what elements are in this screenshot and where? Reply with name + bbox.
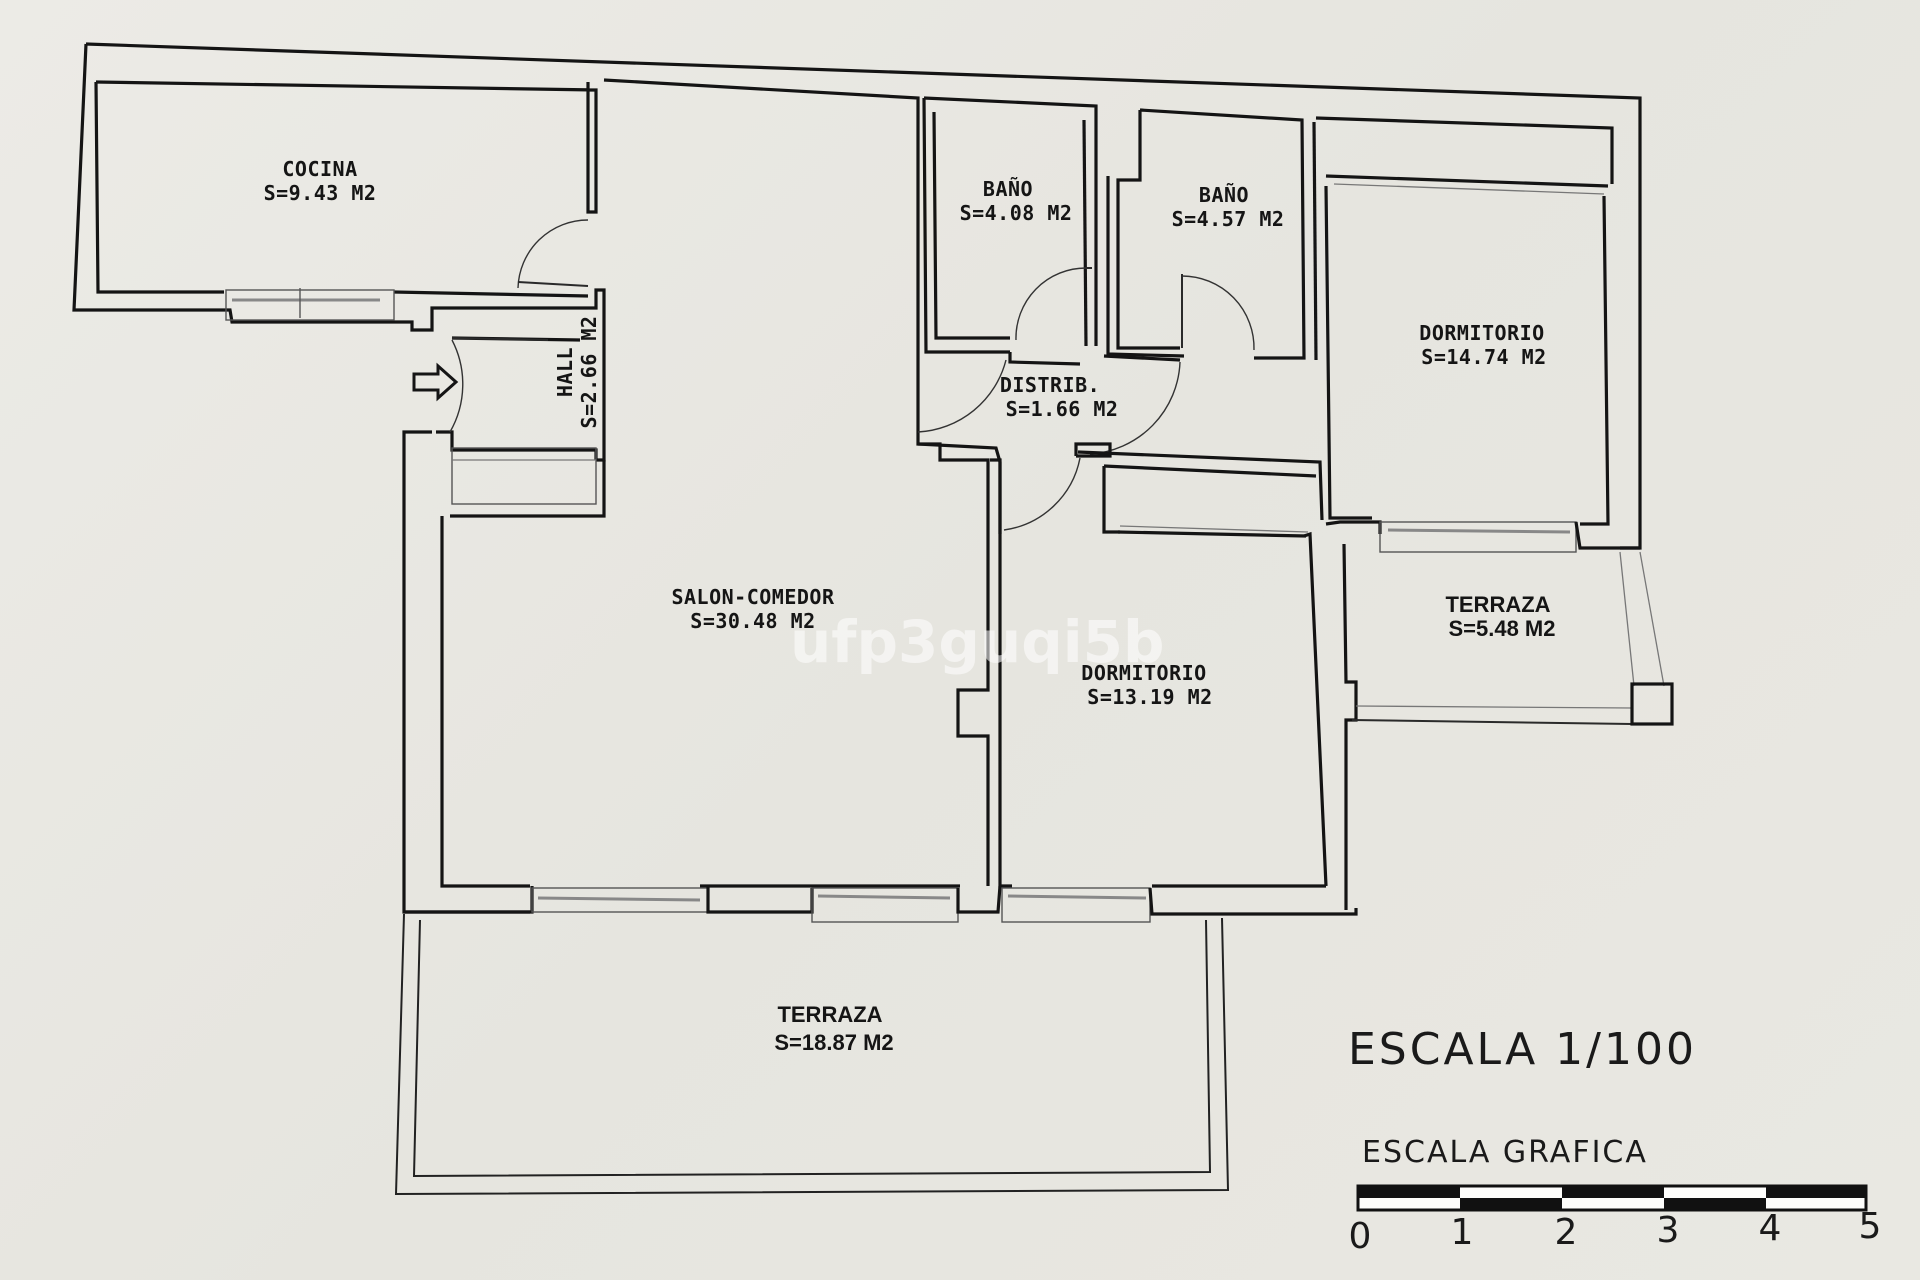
pillar — [1630, 682, 1674, 726]
room-terraza-large: TERRAZA S=18.87 M2 — [394, 913, 1230, 1196]
scale-graphic-label: ESCALA GRAFICA — [1362, 1135, 1648, 1170]
room-terraza-small: TERRAZA S=5.48 M2 — [1325, 520, 1674, 910]
room-bano-1: BAÑO S=4.08 M2 — [922, 96, 1098, 354]
room-area-salon: S=30.48 M2 — [690, 609, 815, 633]
room-name-distrib: DISTRIB. — [1000, 373, 1100, 397]
room-name-salon: SALON-COMEDOR — [671, 585, 834, 609]
scale-title: ESCALA 1/100 — [1348, 1024, 1697, 1075]
room-name-terraza-small: TERRAZA — [1445, 592, 1550, 617]
room-dormitorio-2: DORMITORIO S=13.19 M2 — [990, 450, 1328, 888]
scale-tick-0: 0 — [1349, 1216, 1372, 1257]
room-salon-comedor: SALON-COMEDOR S=30.48 M2 — [402, 78, 990, 914]
room-name-dormitorio-1: DORMITORIO — [1419, 321, 1544, 345]
scale-tick-4: 4 — [1759, 1208, 1782, 1249]
scale-block: ESCALA 1/100 ESCALA GRAFICA 0 1 2 3 4 5 — [1348, 1024, 1881, 1257]
entrance-arrow-icon — [412, 362, 459, 402]
room-distribuidor: DISTRIB. S=1.66 M2 — [917, 352, 1181, 534]
scale-tick-5: 5 — [1859, 1206, 1882, 1247]
room-name-cocina: COCINA — [282, 157, 357, 181]
room-area-cocina: S=9.43 M2 — [264, 181, 377, 205]
graphic-scale-bar — [1356, 1184, 1868, 1212]
room-area-bano-1: S=4.08 M2 — [960, 201, 1073, 225]
scale-tick-3: 3 — [1657, 1210, 1680, 1251]
room-bano-2: BAÑO S=4.57 M2 — [1106, 108, 1318, 361]
room-name-dormitorio-2: DORMITORIO — [1081, 661, 1206, 685]
room-area-terraza-large: S=18.87 M2 — [774, 1030, 893, 1055]
room-hall: HALL S=2.66 M2 — [400, 288, 606, 505]
room-name-bano-1: BAÑO — [983, 177, 1033, 201]
room-area-dormitorio-2: S=13.19 M2 — [1087, 685, 1212, 709]
scale-tick-1: 1 — [1451, 1212, 1474, 1253]
room-area-distrib: S=1.66 M2 — [1006, 397, 1119, 421]
room-dormitorio-1: DORMITORIO S=14.74 M2 — [1315, 116, 1614, 526]
watermark: ufp3guqi5b — [790, 608, 1164, 676]
room-area-bano-2: S=4.57 M2 — [1172, 207, 1285, 231]
bottom-facade — [404, 885, 1358, 923]
room-cocina: COCINA S=9.43 M2 — [94, 80, 598, 321]
room-area-hall: S=2.66 M2 — [577, 316, 601, 429]
room-name-terraza-large: TERRAZA — [777, 1002, 882, 1027]
room-area-dormitorio-1: S=14.74 M2 — [1421, 345, 1546, 369]
scale-tick-2: 2 — [1555, 1212, 1578, 1253]
room-area-terraza-small: S=5.48 M2 — [1448, 616, 1555, 641]
room-name-bano-2: BAÑO — [1199, 183, 1249, 207]
room-name-hall: HALL — [553, 347, 577, 397]
